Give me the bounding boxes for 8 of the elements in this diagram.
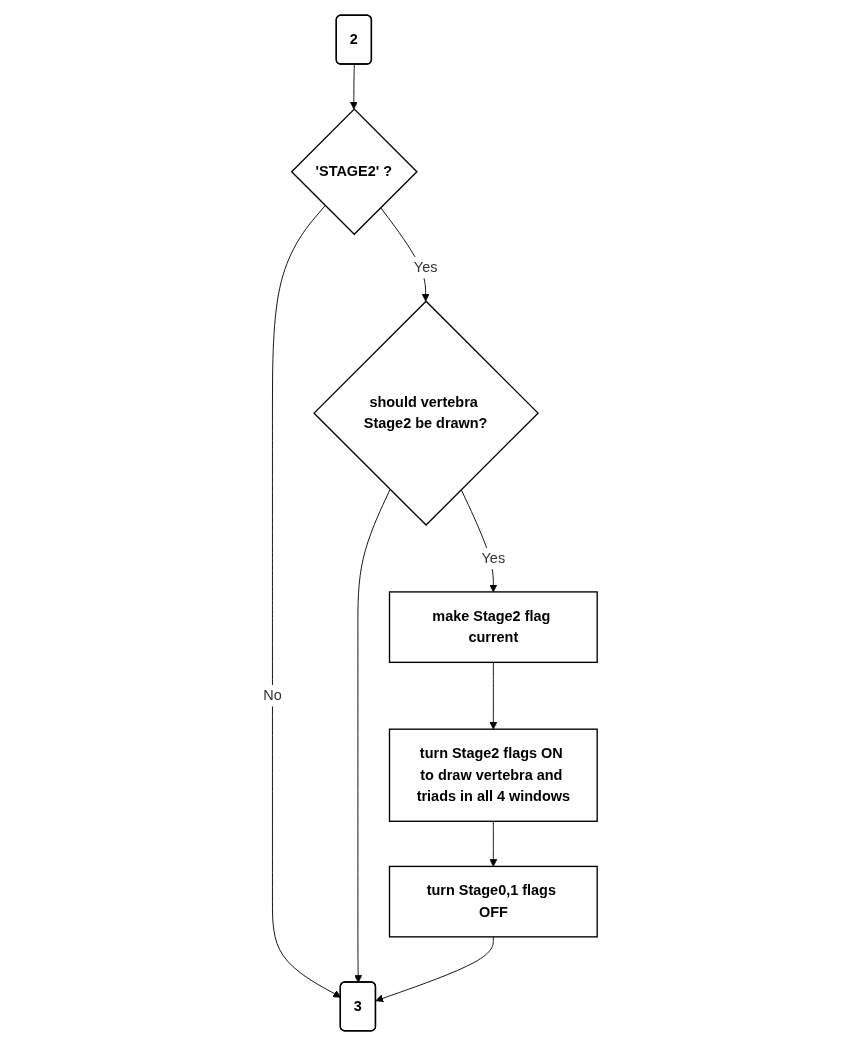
edge-label: Yes <box>414 259 438 275</box>
node-diamond: 'STAGE2' ? <box>291 108 419 236</box>
node-diamond: should vertebra Stage2 be drawn? <box>313 300 540 527</box>
node-box: make Stage2 flag current <box>389 591 599 664</box>
node-box: turn Stage2 flags ON to draw vertebra and triads in all 4 windows <box>389 728 599 822</box>
node-box: turn Stage0,1 flags OFF <box>389 865 599 938</box>
edge-label: Yes <box>481 550 506 566</box>
edge-label: No <box>263 687 282 703</box>
